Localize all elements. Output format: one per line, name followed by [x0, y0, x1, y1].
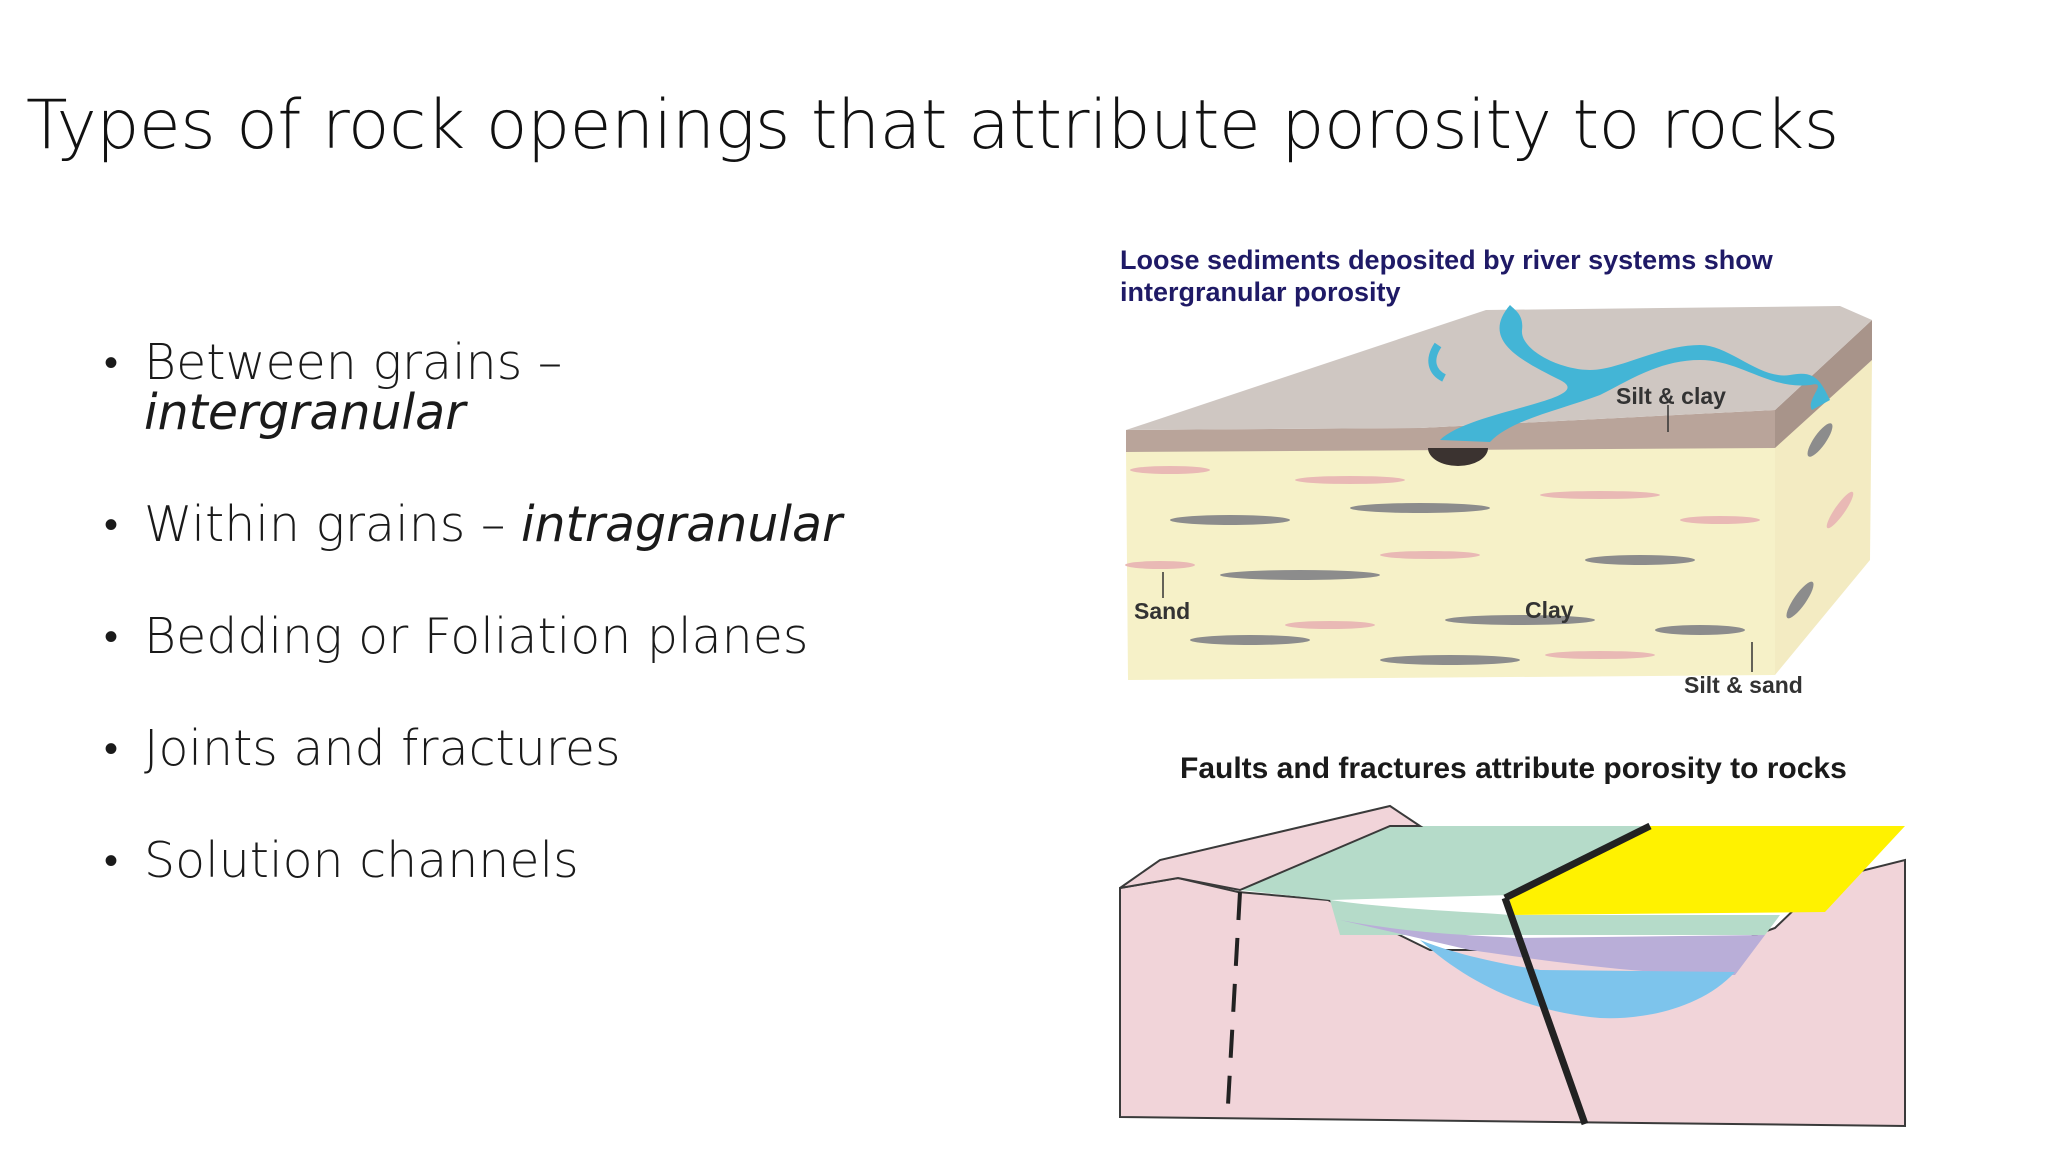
oxbow — [1428, 342, 1447, 382]
river-channel — [1440, 305, 1830, 442]
label-silt-clay: Silt & clay — [1616, 383, 1726, 409]
pink-lens — [1680, 516, 1760, 524]
top-surface — [1126, 306, 1872, 430]
green-layer-top — [1240, 826, 1650, 900]
bullet-text: Bedding or Foliation planes — [144, 608, 809, 665]
bullet-text: Within grains – — [144, 496, 521, 553]
bullet-text: Solution channels — [144, 832, 579, 889]
clay-lens — [1190, 635, 1310, 645]
bullet-list: Between grains – intergranular Within gr… — [104, 338, 864, 948]
bullet-intergranular: Between grains – intergranular — [104, 338, 664, 438]
sand-front-face — [1126, 445, 1775, 680]
pink-lens — [1380, 551, 1480, 559]
pink-ridge — [1119, 804, 1424, 892]
pink-lens — [1295, 476, 1405, 484]
pink-lens — [1545, 651, 1655, 659]
purple-layer-front — [1340, 920, 1765, 975]
fault-line — [1503, 822, 1652, 902]
slide-title: Types of rock openings that attribute po… — [26, 86, 1839, 165]
bullet-joints: Joints and fractures — [104, 724, 864, 775]
lens-group — [1125, 423, 1854, 665]
label-sand: Sand — [1134, 598, 1191, 624]
silt-clay-band — [1126, 410, 1775, 452]
clay-lens — [1170, 515, 1290, 525]
bullet-emphasis: intergranular — [144, 384, 466, 441]
fault-figure-caption: Faults and fractures attribute porosity … — [1180, 752, 1847, 785]
bullet-bedding: Bedding or Foliation planes — [104, 612, 864, 663]
bullet-text: Between grains – — [144, 334, 563, 391]
clay-lens — [1445, 615, 1595, 625]
side-lens — [1786, 581, 1814, 619]
silt-clay-side-band — [1775, 320, 1872, 448]
label-clay: Clay — [1525, 597, 1574, 623]
river-figure-caption: Loose sediments deposited by river syste… — [1120, 245, 1773, 307]
label-silt-sand: Silt & sand — [1684, 672, 1803, 698]
side-lens — [1826, 491, 1854, 529]
blue-layer-front — [1420, 940, 1735, 1019]
clay-lens — [1380, 655, 1520, 665]
bullet-solution: Solution channels — [104, 836, 864, 887]
clay-lens — [1585, 555, 1695, 565]
side-lens — [1807, 423, 1833, 457]
fault-trace — [1501, 896, 1589, 1126]
pink-lens — [1540, 491, 1660, 499]
clay-lens — [1220, 570, 1380, 580]
bullet-text: Joints and fractures — [144, 720, 621, 777]
fracture-line — [1226, 891, 1242, 1106]
green-layer-front — [1330, 900, 1780, 935]
pink-lens — [1125, 561, 1195, 569]
pink-lens — [1285, 621, 1375, 629]
bullet-intragranular: Within grains – intragranular — [104, 500, 864, 551]
bullet-emphasis: intragranular — [520, 496, 843, 553]
pink-lens — [1130, 466, 1210, 474]
river-mouth — [1428, 448, 1488, 466]
clay-lens — [1655, 625, 1745, 635]
clay-lens — [1350, 503, 1490, 513]
